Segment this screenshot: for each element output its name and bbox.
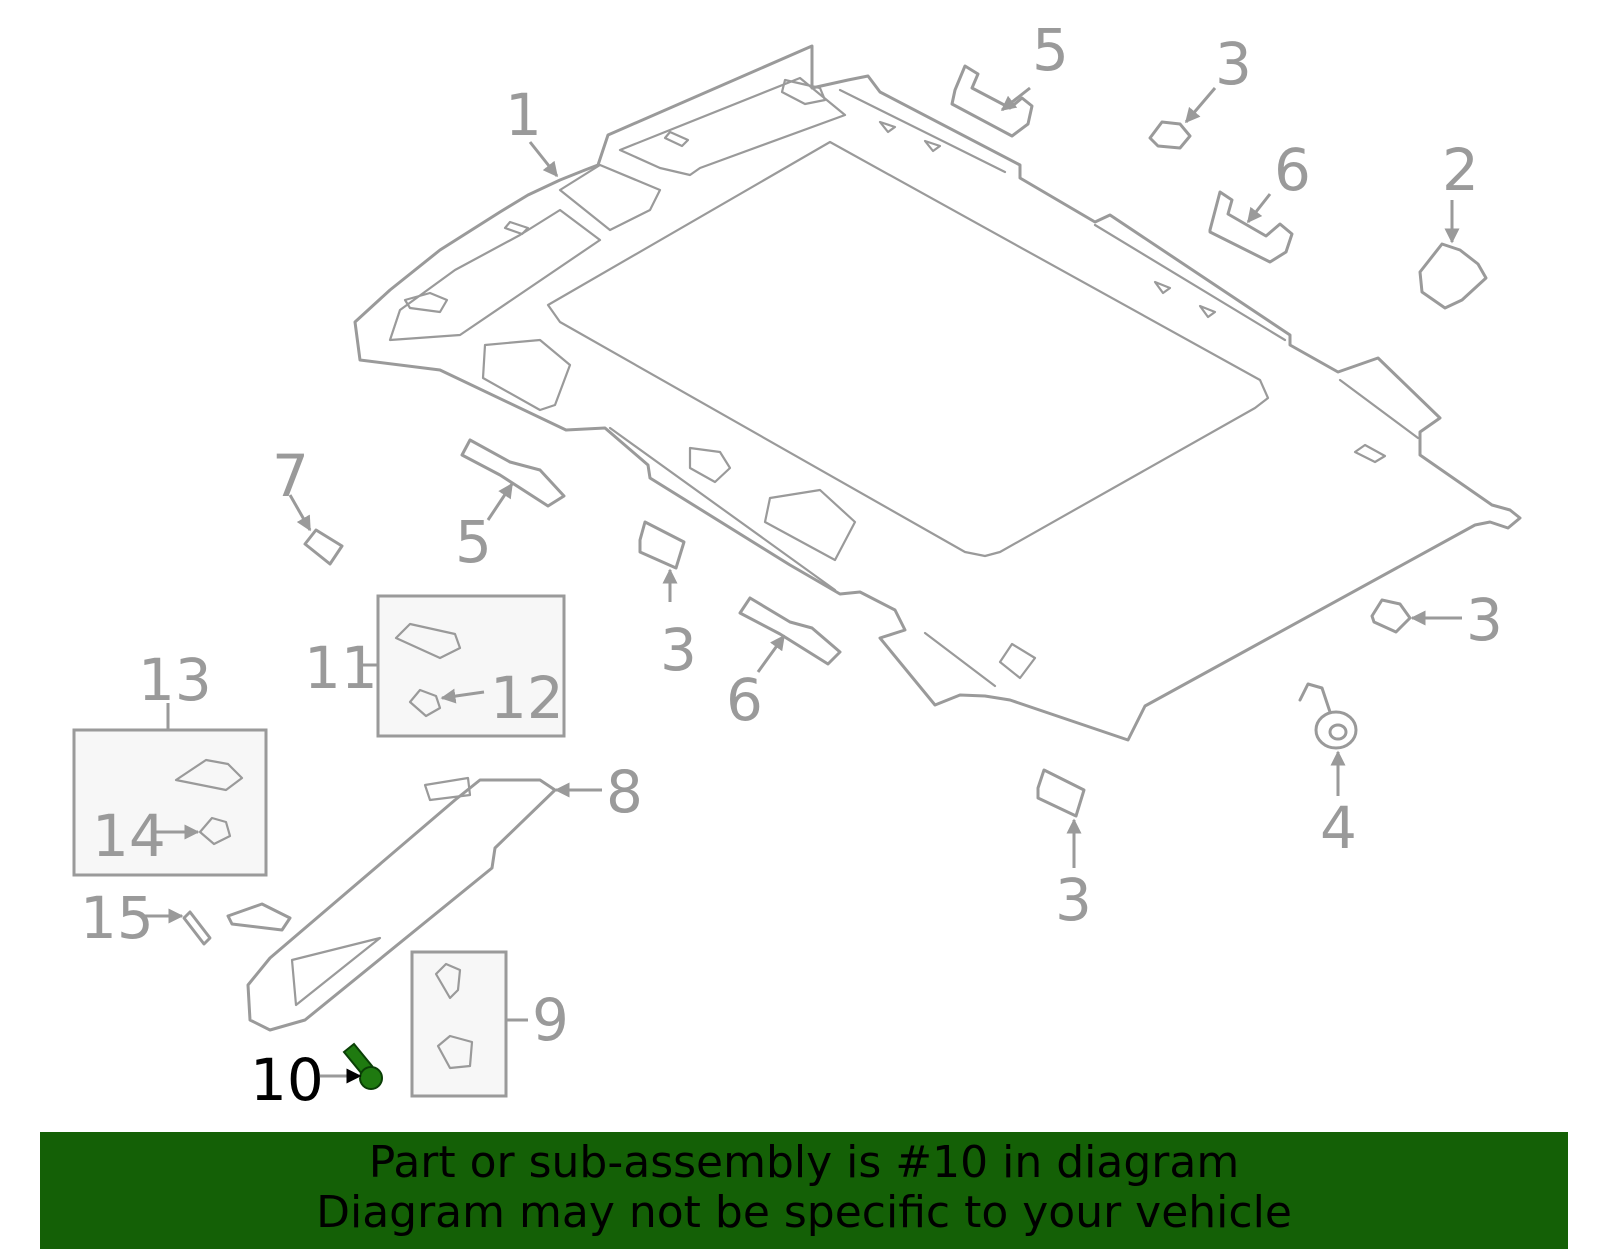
bulb-part-12[interactable] [408,688,442,718]
bulb-part-14[interactable] [198,816,232,846]
lamp-part-11[interactable] [394,622,462,660]
callout-2: 2 [1442,136,1479,204]
callout-12: 12 [490,664,564,732]
clip-part-3-right[interactable] [1370,598,1412,634]
clip-part-7[interactable] [303,528,344,566]
grab-handle-part-6-lower[interactable] [738,596,842,666]
callout-3-bottom: 3 [1055,866,1092,934]
box-11 [376,594,566,738]
clip-part-3-top[interactable] [1148,120,1192,150]
callout-5-lower: 5 [455,508,492,576]
screw-part-15[interactable] [182,910,212,946]
info-banner: Part or sub-assembly is #10 in diagram D… [40,1132,1568,1249]
banner-line-disclaimer: Diagram may not be specific to your vehi… [316,1187,1292,1238]
box-13 [72,728,268,877]
clip-part-3-bottom[interactable] [1036,768,1086,818]
callout-7: 7 [272,442,309,510]
sun-visor-part-8[interactable] [226,776,557,1032]
callout-5-top: 5 [1032,16,1069,84]
callout-6-top: 6 [1274,136,1311,204]
callout-15: 15 [80,884,154,952]
callout-3-right: 3 [1466,586,1503,654]
callout-6-lower: 6 [726,666,763,734]
lamp-part-13[interactable] [174,758,244,792]
callout-4: 4 [1320,794,1357,862]
bolt-part-4[interactable] [1298,682,1358,750]
callout-14: 14 [92,802,166,870]
callout-1: 1 [505,81,542,149]
clip-part-3-center[interactable] [638,520,686,570]
callout-11: 11 [304,634,378,702]
callout-3-top: 3 [1215,30,1252,98]
clip-part-9-a[interactable] [434,962,462,1000]
banner-line-part-number: Part or sub-assembly is #10 in diagram [368,1137,1240,1188]
screw-part-10-highlighted[interactable] [342,1042,383,1090]
callout-3-center: 3 [660,616,697,684]
callout-10-highlighted: 10 [250,1046,324,1114]
grab-handle-part-5-upper[interactable] [950,64,1034,138]
grab-handle-part-5-lower[interactable] [460,438,566,508]
callout-9: 9 [532,986,569,1054]
callout-13: 13 [138,646,212,714]
bracket-part-2[interactable] [1418,242,1488,310]
clip-part-9-b[interactable] [436,1034,474,1070]
headliner-part-1[interactable] [353,44,1522,742]
leader-lines [140,86,1462,1084]
grab-handle-part-6-upper[interactable] [1208,190,1294,264]
callout-8: 8 [606,758,643,826]
